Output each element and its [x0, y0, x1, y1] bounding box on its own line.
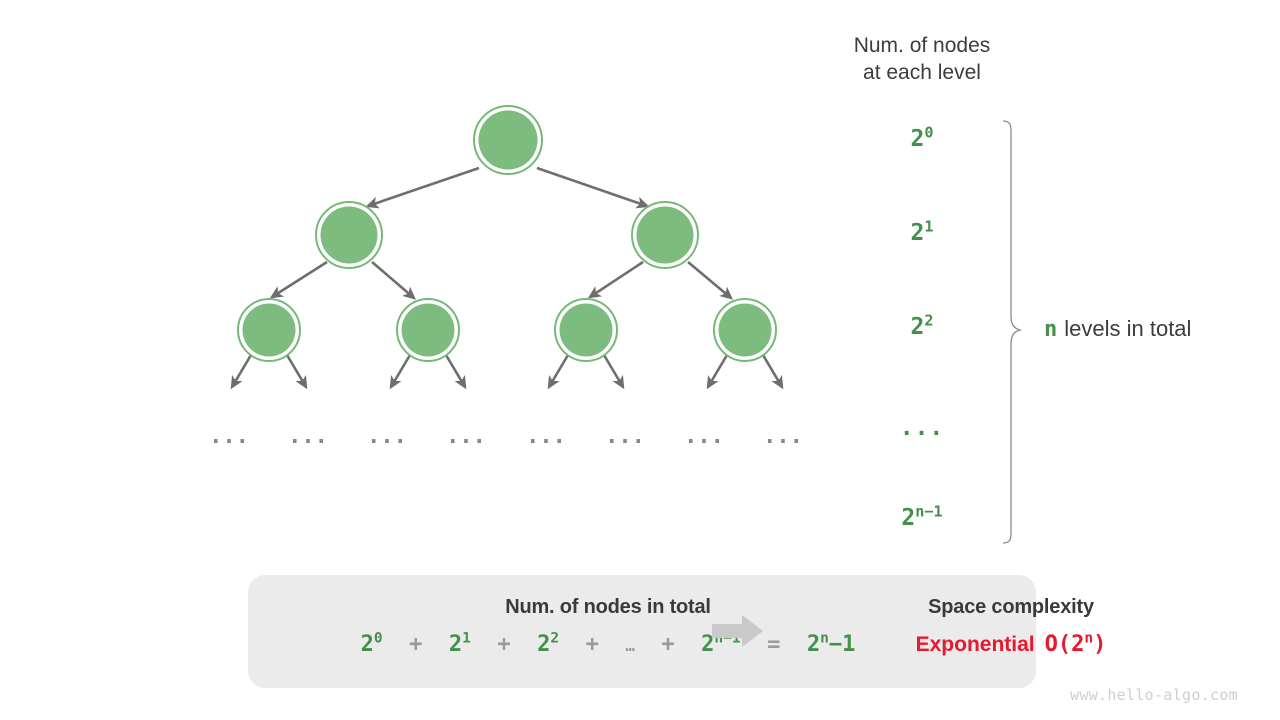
tree-edges-level-2 [230, 354, 784, 390]
svg-text:...: ... [763, 424, 803, 449]
space-complexity-section: Space complexity Exponential O(2n) [796, 596, 1226, 657]
tree-edges-level-0 [365, 166, 650, 209]
levels-text: levels in total [1064, 316, 1192, 341]
level-count-1: 21 [910, 217, 934, 246]
watermark: www.hello-algo.com [1070, 686, 1238, 704]
summary-panel: Num. of nodes in total 20 + 21 + 22 + … … [248, 575, 1106, 688]
space-complexity-title: Space complexity [928, 596, 1094, 618]
right-arrow-icon [712, 615, 763, 647]
svg-text:...: ... [209, 424, 249, 449]
svg-text:...: ... [367, 424, 407, 449]
svg-text:...: ... [684, 424, 724, 449]
tree-node [554, 298, 618, 362]
complexity-notation: O(2n) [1044, 630, 1107, 657]
tree-node [631, 201, 699, 269]
level-count-ellipsis: ... [899, 415, 945, 441]
levels-brace [1002, 120, 1023, 544]
level-count-n-1: 2n−1 [901, 502, 943, 531]
svg-text:...: ... [446, 424, 486, 449]
total-nodes-title: Num. of nodes in total [505, 596, 711, 618]
tree-node-root [473, 105, 543, 175]
tree-node [315, 201, 383, 269]
svg-text:...: ... [605, 424, 645, 449]
tree-node [396, 298, 460, 362]
level-count-0: 20 [910, 123, 934, 152]
tree-edges-level-1 [269, 260, 733, 300]
tree-ellipsis-row: ... ... ... ... ... ... ... ... [209, 424, 803, 449]
level-count-2: 22 [910, 311, 934, 340]
complexity-class-label: Exponential [915, 633, 1035, 656]
level-column-header: Num. of nodes at each level [853, 34, 991, 84]
svg-text:...: ... [526, 424, 566, 449]
tree-node [713, 298, 777, 362]
space-complexity-value: Exponential O(2n) [796, 630, 1226, 657]
tree-node [237, 298, 301, 362]
levels-variable: n [1044, 317, 1058, 342]
svg-text:...: ... [288, 424, 328, 449]
